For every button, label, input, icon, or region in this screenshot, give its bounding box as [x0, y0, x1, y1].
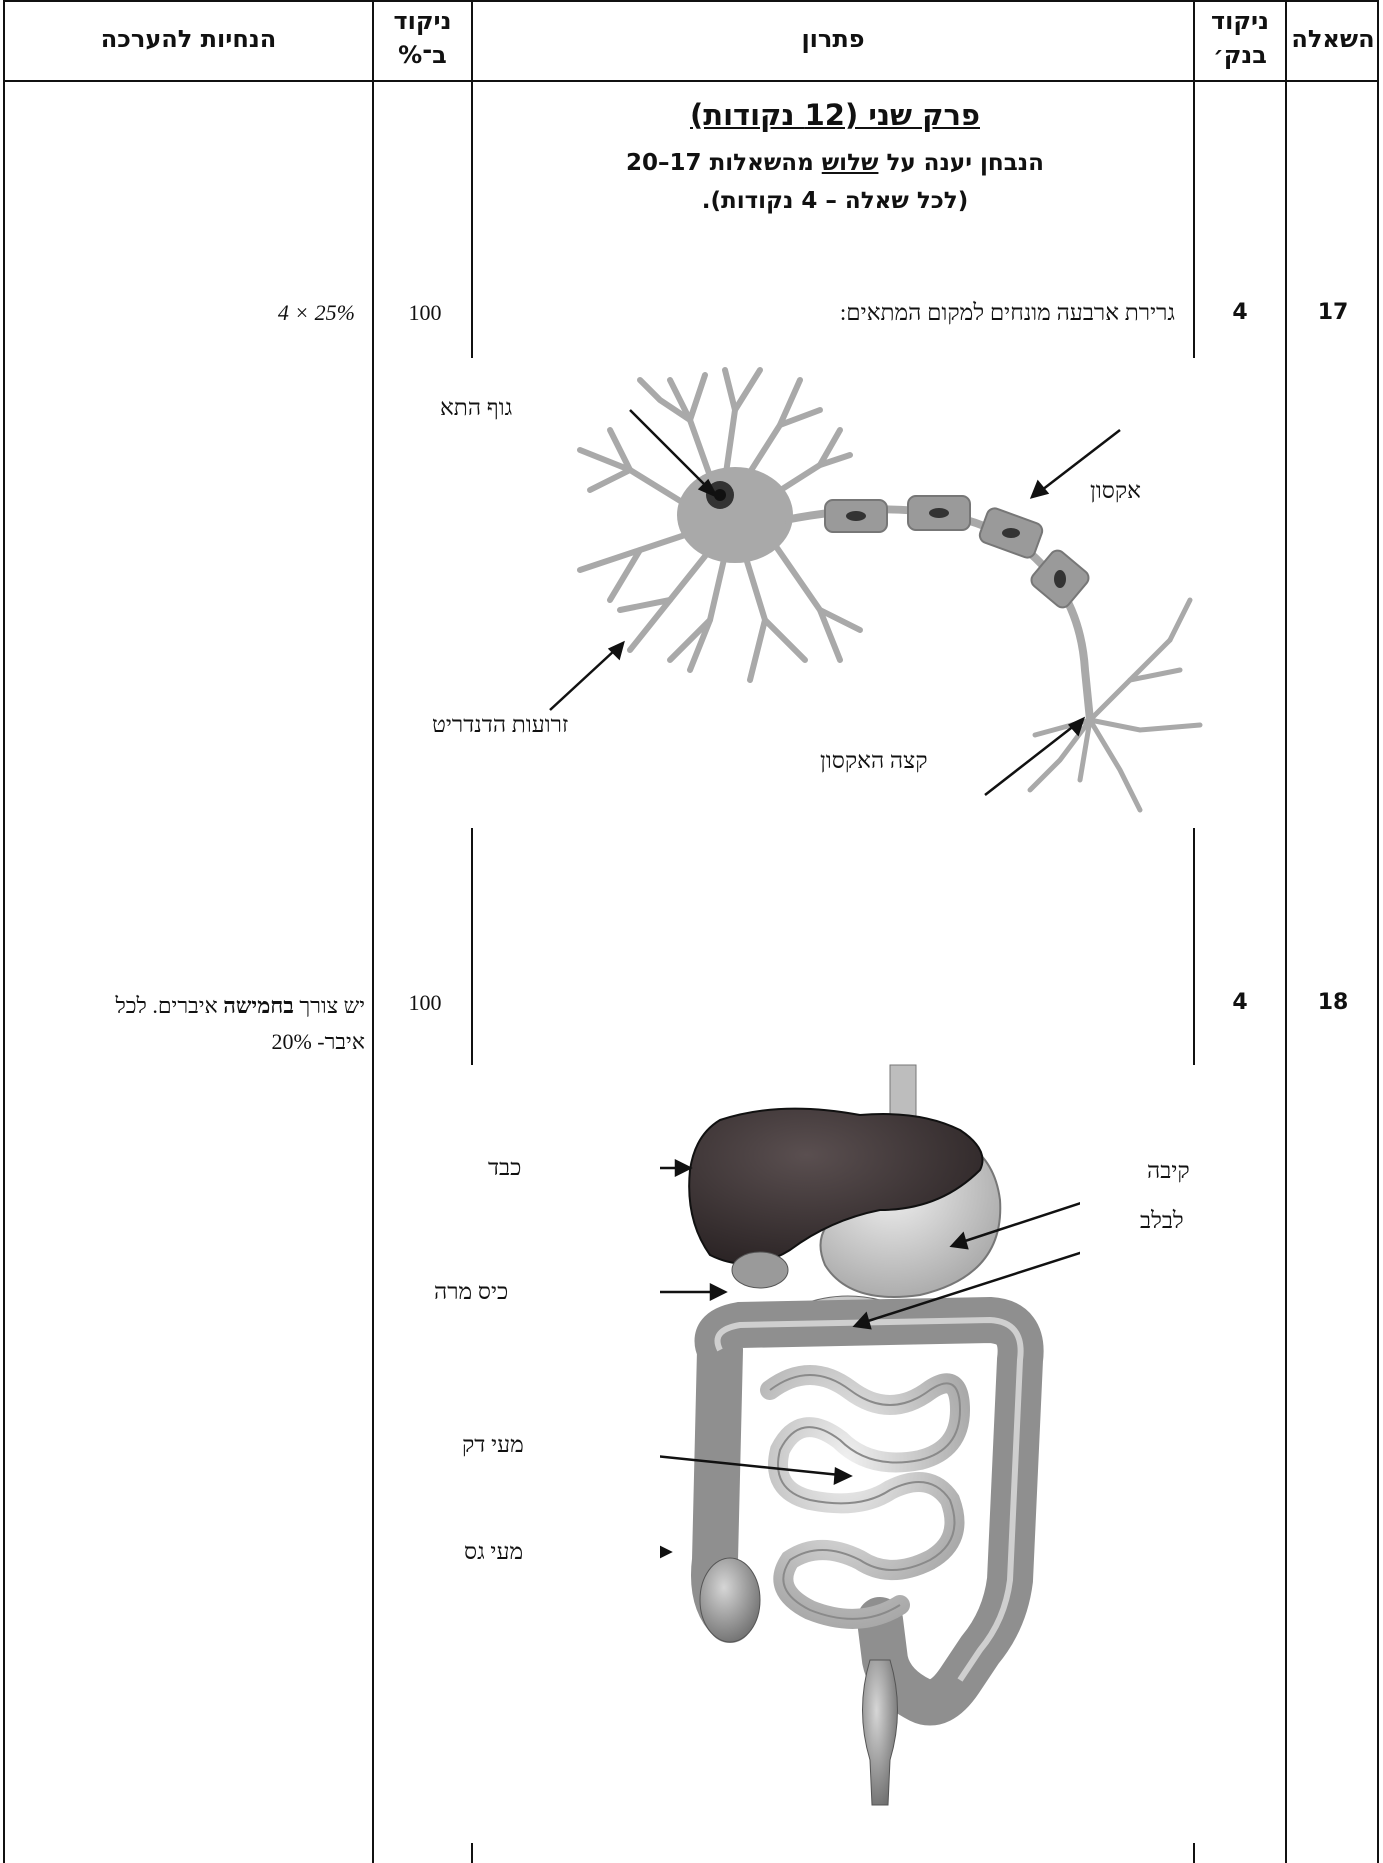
label-pancreas: לבלב — [1140, 1208, 1184, 1234]
col-divider-percent-mid — [471, 828, 473, 1065]
q18-bank-score: 4 — [1195, 988, 1285, 1018]
neuron-cell-body — [677, 467, 793, 563]
label-axon: אקסון — [1090, 478, 1141, 504]
section-points-note: (לכל שאלה – 4 נקודות). — [475, 188, 1195, 214]
label-liver: כבד — [488, 1155, 521, 1181]
col-divider-guidelines — [372, 0, 374, 1863]
col-divider-question — [1285, 0, 1287, 1863]
header-question: השאלה — [1287, 24, 1379, 54]
digestive-system-diagram — [660, 1060, 1080, 1820]
header-percent-score-line2: ב־% — [374, 38, 471, 72]
myelin-sheaths — [825, 496, 1092, 611]
label-stomach: קיבה — [1147, 1158, 1190, 1184]
axon-terminals — [1030, 600, 1200, 810]
q17-guideline: 4 × 25% — [15, 298, 355, 328]
q17-number: 17 — [1287, 298, 1379, 328]
cecum-shape — [700, 1558, 760, 1642]
header-bank-score-line2: בנק׳ — [1195, 38, 1285, 72]
large-intestine-shape — [714, 1320, 1021, 1703]
label-cell-body: גוף התא — [440, 395, 512, 421]
label-small-intestine: מעי דק — [462, 1432, 524, 1458]
section-instructions: הנבחן יענה על שלוש מהשאלות 17–20 — [475, 150, 1195, 176]
header-bank-score: ניקוד בנק׳ — [1195, 4, 1285, 72]
q18-guideline-bold: בחמישה — [223, 993, 294, 1018]
label-large-intestine: מעי גס — [464, 1539, 523, 1565]
header-solution: פתרון — [473, 24, 1193, 54]
section-title: פרק שני (12 נקודות) — [475, 98, 1195, 132]
q17-solution-text: גרירת ארבעה מונחים למקום המתאים: — [600, 298, 1175, 328]
header-bank-score-line1: ניקוד — [1195, 4, 1285, 38]
q17-bank-score: 4 — [1195, 298, 1285, 328]
q18-guideline-post: איברים. לכל — [115, 993, 223, 1018]
q18-guideline-line1: יש צורך בחמישה איברים. לכל — [15, 988, 365, 1024]
q18-number: 18 — [1287, 988, 1379, 1018]
gallbladder-shape — [732, 1252, 788, 1288]
q17-percent-score: 100 — [395, 298, 455, 328]
q18-guideline-line2: איבר- 20% — [15, 1024, 365, 1060]
label-dendrites: זרועות הדנדריט — [432, 712, 568, 738]
col-divider-bank-mid — [1193, 828, 1195, 1065]
label-axon-end: קצה האקסון — [820, 748, 928, 774]
col-divider-percent-bot — [471, 1843, 473, 1863]
header-row-divider — [3, 80, 1379, 82]
header-percent-score-line1: ניקוד — [374, 4, 471, 38]
q18-percent-score: 100 — [395, 988, 455, 1018]
section-instructions-underlined: שלוש — [822, 150, 879, 176]
header-percent-score: ניקוד ב־% — [374, 4, 471, 72]
section-instructions-pre: הנבחן יענה על — [878, 150, 1044, 176]
rectum-shape — [863, 1660, 898, 1805]
q18-guideline: יש צורך בחמישה איברים. לכל איבר- 20% — [15, 988, 365, 1060]
q18-guideline-pre: יש צורך — [294, 993, 365, 1018]
header-guidelines: הנחיות להערכה — [5, 24, 372, 54]
col-divider-bank-bot — [1193, 1843, 1195, 1863]
section-instructions-post: מהשאלות 17–20 — [626, 150, 822, 176]
label-gallbladder: כיס מרה — [434, 1279, 508, 1305]
